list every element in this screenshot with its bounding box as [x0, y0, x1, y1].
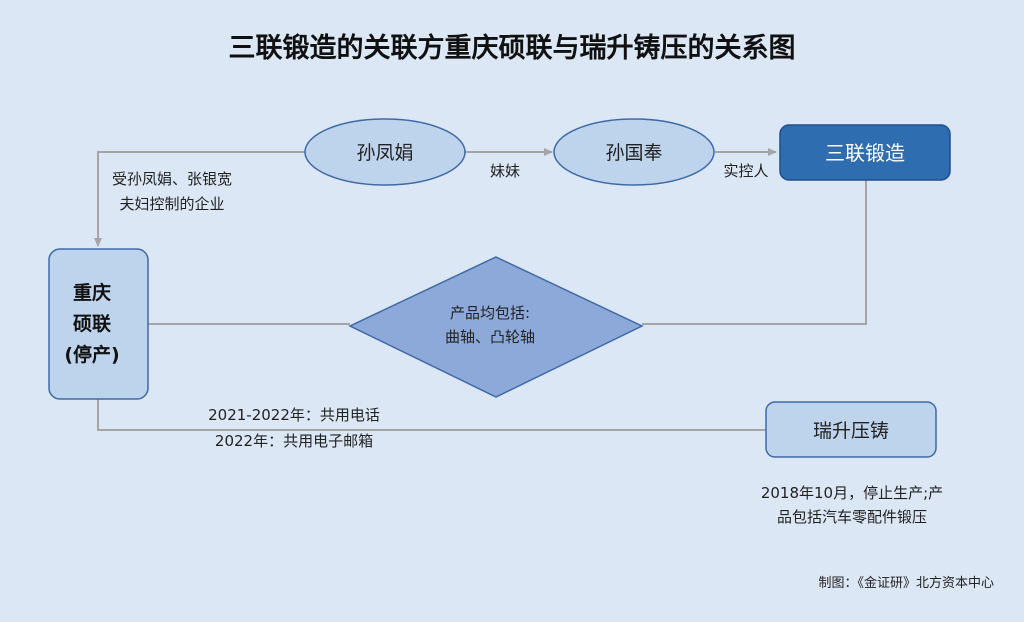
node-sanlian-label: 三联锻造 [825, 141, 905, 165]
edge-label-sister: 妹妹 [490, 162, 520, 180]
node-sun-guofeng: 孙国奉 [553, 118, 715, 186]
node-products-line2: 曲轴、凸轮轴 [445, 328, 535, 346]
node-chongqing-line1: 重庆 [73, 281, 111, 304]
credit-text: 制图：《金证研》北方资本中心 [818, 575, 994, 591]
node-products-line1: 产品均包括: [450, 304, 530, 322]
note-ruisheng-line1: 2018年10月，停止生产;产 [761, 484, 943, 502]
node-sun-guofeng-label: 孙国奉 [605, 142, 662, 164]
edge-label-controller: 实控人 [723, 162, 768, 180]
edge-label-controlled-by-line2: 夫妇控制的企业 [119, 195, 224, 213]
edge-sanlian-to-chongqing [112, 180, 867, 324]
note-ruisheng-line2: 品包括汽车零配件锻压 [777, 508, 927, 526]
edge-sun-fengjuan-to-chongqing [94, 151, 305, 247]
node-products: 产品均包括: 曲轴、凸轮轴 [348, 256, 644, 398]
node-sanlian: 三联锻造 [779, 124, 951, 181]
edge-chongqing-to-ruisheng [97, 399, 766, 431]
node-ruisheng-label: 瑞升压铸 [813, 420, 889, 442]
node-chongqing-line2: 硕联 [73, 313, 111, 335]
edge-label-shared-line2: 2022年：共用电子邮箱 [215, 432, 373, 450]
node-chongqing: 重庆 硕联 (停产) [48, 248, 149, 400]
edge-label-controlled-by-line1: 受孙凤娟、张银宽 [112, 170, 232, 188]
node-sun-fengjuan: 孙凤娟 [304, 118, 466, 186]
diagram-title: 三联锻造的关联方重庆硕联与瑞升铸压的关系图 [229, 32, 796, 64]
edge-label-shared-line1: 2021-2022年：共用电话 [208, 406, 380, 424]
node-ruisheng: 瑞升压铸 [765, 401, 937, 458]
node-chongqing-line3: (停产) [64, 343, 119, 366]
node-sun-fengjuan-label: 孙凤娟 [356, 142, 413, 164]
